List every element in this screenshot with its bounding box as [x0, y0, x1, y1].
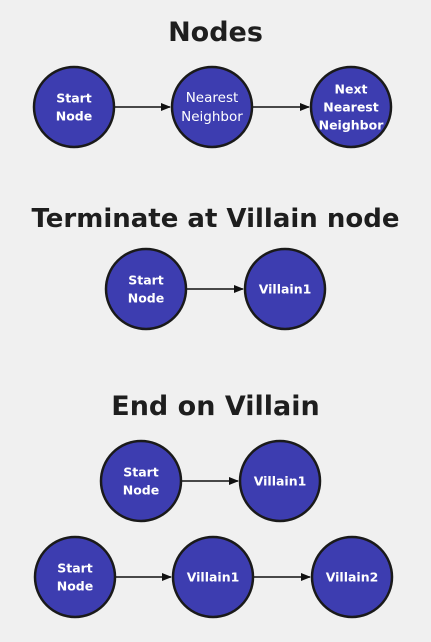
section-1: NodesStartNodeNearestNeighborNextNearest… [32, 17, 393, 149]
node-label: Start [56, 91, 92, 106]
node-circle [309, 65, 393, 149]
node-label: Neighbor [319, 118, 385, 133]
graph-node: Villain1 [243, 247, 327, 331]
node-label: Villain2 [326, 570, 379, 585]
node-label: Next [335, 82, 368, 97]
node-circle [99, 439, 183, 523]
node-label: Neighbor [181, 109, 243, 125]
node-circle [238, 439, 322, 523]
node-label: Villain1 [254, 474, 307, 489]
node-label: Nearest [186, 90, 239, 106]
node-circle [33, 535, 117, 619]
node-label: Nearest [323, 100, 378, 115]
node-label: Node [128, 291, 164, 306]
graph-node: Villain2 [310, 535, 394, 619]
section-title: Terminate at Villain node [32, 204, 400, 234]
flow-row: StartNodeNearestNeighborNextNearestNeigh… [32, 65, 393, 149]
node-label: Start [123, 465, 159, 480]
section-title: Nodes [168, 17, 263, 48]
node-label: Start [128, 273, 164, 288]
graph-node: Villain1 [238, 439, 322, 523]
node-circle [171, 535, 255, 619]
node-circle [104, 247, 188, 331]
node-circle [32, 65, 116, 149]
node-label: Villain1 [259, 282, 312, 297]
node-label: Node [123, 483, 159, 498]
section-3: End on VillainStartNodeVillain1StartNode… [33, 391, 394, 619]
node-circle [310, 535, 394, 619]
node-circle [243, 247, 327, 331]
diagram-root: NodesStartNodeNearestNeighborNextNearest… [32, 17, 400, 619]
graph-node: Villain1 [171, 535, 255, 619]
node-label: Villain1 [187, 570, 240, 585]
node-label: Node [56, 109, 92, 124]
section-title: End on Villain [111, 391, 319, 422]
node-label: Start [57, 561, 93, 576]
node-label: Node [57, 579, 93, 594]
node-circle [170, 65, 254, 149]
